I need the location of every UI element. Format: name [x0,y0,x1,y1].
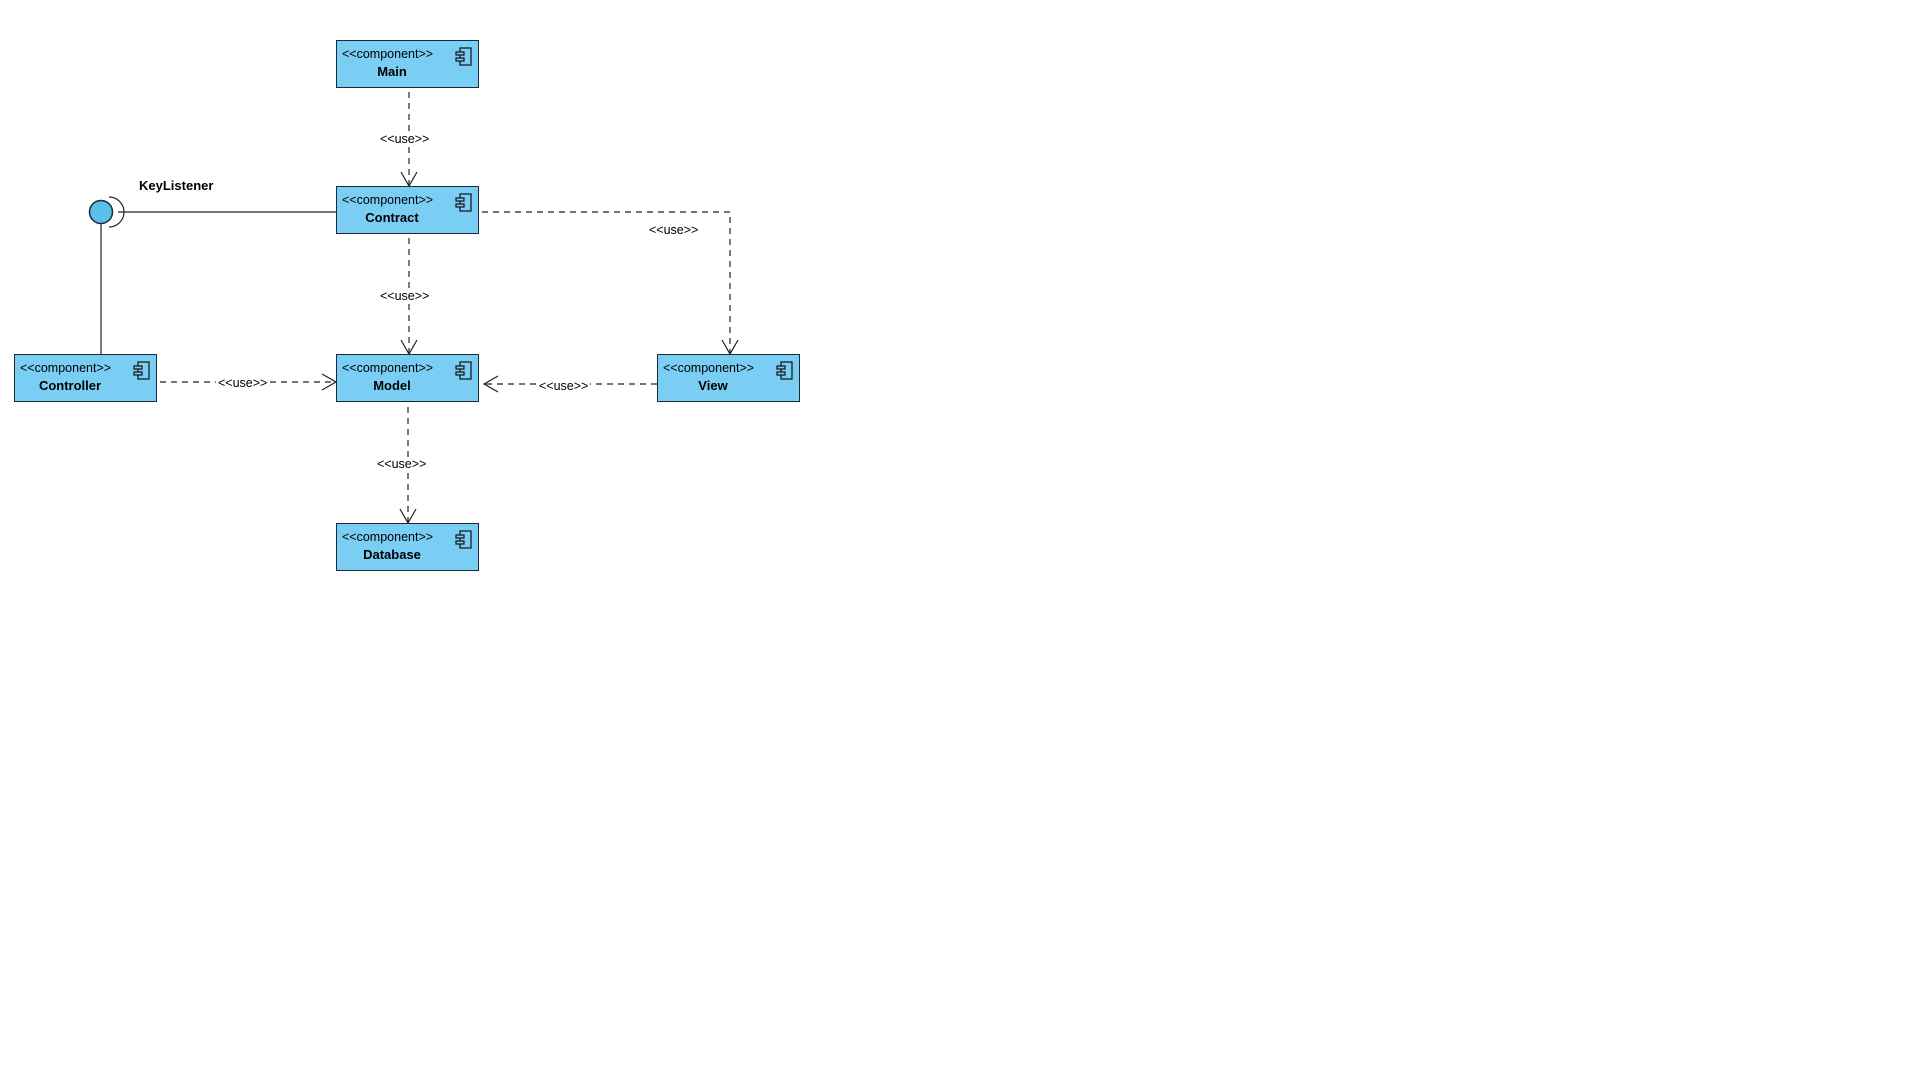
stereotype-label: <<component>> [342,193,434,207]
label-controller-model: <<use>> [216,376,270,391]
stereotype-label: <<component>> [342,530,434,544]
component-name: View [698,378,728,393]
component-database[interactable]: <<component>> Database [336,523,479,571]
component-name: Contract [365,210,419,225]
interface-name-keylistener: KeyListener [139,178,214,193]
component-view[interactable]: <<component>> View [657,354,800,402]
stereotype-label: <<component>> [342,47,434,61]
arrowhead-model-right [482,375,499,393]
component-icon [776,361,793,380]
component-name: Database [363,547,421,562]
component-contract[interactable]: <<component>> Contract [336,186,479,234]
component-icon [133,361,150,380]
component-name: Controller [38,378,102,393]
component-name: Main [377,64,407,79]
interface-lollipop [88,199,114,225]
component-main[interactable]: <<component>> Main [336,40,479,88]
label-contract-view: <<use>> [647,223,701,238]
label-contract-model: <<use>> [378,289,432,304]
stereotype-label: <<component>> [663,361,755,375]
edge-contract-view [482,211,731,354]
label-model-database: <<use>> [375,457,429,472]
stereotype-label: <<component>> [20,361,112,375]
stereotype-label: <<component>> [342,361,434,375]
component-icon [455,530,472,549]
component-icon [455,47,472,66]
component-controller[interactable]: <<component>> Controller [14,354,157,402]
component-name: Model [373,378,411,393]
component-icon [455,193,472,212]
label-view-model: <<use>> [537,379,591,394]
component-model[interactable]: <<component>> Model [336,354,479,402]
label-main-contract: <<use>> [378,132,432,147]
component-icon [455,361,472,380]
socket-arc [108,196,125,228]
